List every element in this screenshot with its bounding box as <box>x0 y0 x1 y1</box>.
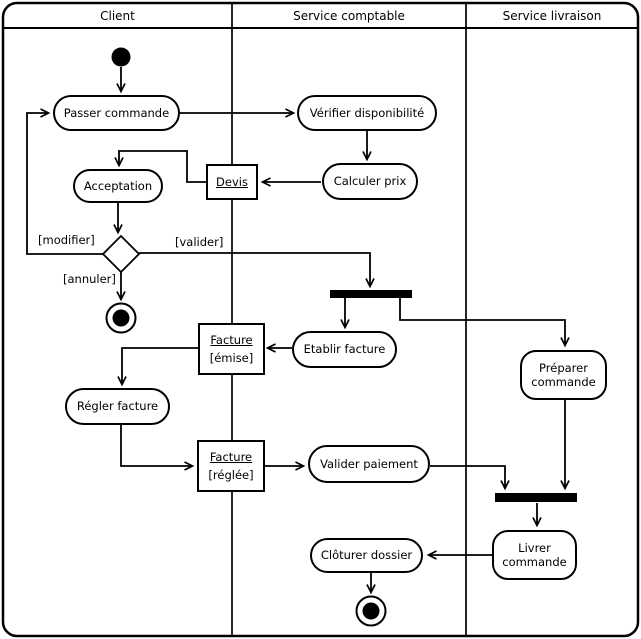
guard-modifier: [modifier] <box>38 233 95 247</box>
decision-node[interactable] <box>101 234 141 274</box>
object-facture-emise[interactable]: Facture [émise] <box>198 323 265 375</box>
final-node-end[interactable] <box>355 595 387 627</box>
action-cloturer-dossier[interactable]: Clôturer dossier <box>310 538 423 573</box>
object-facture-emise-state: [émise] <box>209 350 254 365</box>
object-facture-emise-title: Facture <box>210 332 253 347</box>
action-regler-facture[interactable]: Régler facture <box>65 388 170 425</box>
guard-annuler: [annuler] <box>63 272 116 286</box>
action-etablir-facture[interactable]: Etablir facture <box>292 331 397 368</box>
action-acceptation[interactable]: Acceptation <box>73 169 163 203</box>
flow-decision-modifier-loop <box>26 108 103 255</box>
flow-valider-to-join <box>430 465 510 491</box>
object-facture-reglee[interactable]: Facture [réglée] <box>197 440 265 492</box>
action-passer-commande[interactable]: Passer commande <box>53 95 180 131</box>
flow-decision-valider-fork <box>139 252 375 289</box>
flow-regler-to-facture-reglee <box>120 425 195 471</box>
lane-header-service-comptable[interactable]: Service comptable <box>293 9 405 23</box>
initial-node[interactable] <box>111 47 131 67</box>
action-calculer-prix[interactable]: Calculer prix <box>322 163 418 200</box>
guard-valider: [valider] <box>175 235 224 249</box>
final-node-annuler[interactable] <box>105 302 137 334</box>
object-facture-reglee-title: Facture <box>209 449 253 464</box>
object-devis[interactable]: Devis <box>206 164 258 200</box>
join-bar[interactable] <box>495 493 577 502</box>
flow-devis-to-acceptation <box>114 150 206 183</box>
action-valider-paiement[interactable]: Valider paiement <box>308 445 430 483</box>
action-livrer-commande[interactable]: Livrer commande <box>492 530 577 580</box>
fork-bar[interactable] <box>330 290 412 298</box>
object-facture-reglee-state: [réglée] <box>208 467 254 482</box>
lane-header-service-livraison[interactable]: Service livraison <box>502 9 602 23</box>
connectors <box>26 67 570 595</box>
object-devis-title: Devis <box>216 174 248 189</box>
lane-header-client[interactable]: Client <box>100 9 135 23</box>
flow-facture-emise-to-regler <box>117 347 198 387</box>
action-preparer-commande[interactable]: Préparer commande <box>520 350 607 400</box>
flow-fork-to-preparer <box>399 298 570 348</box>
action-verifier-disponibilite[interactable]: Vérifier disponibilité <box>297 95 437 131</box>
